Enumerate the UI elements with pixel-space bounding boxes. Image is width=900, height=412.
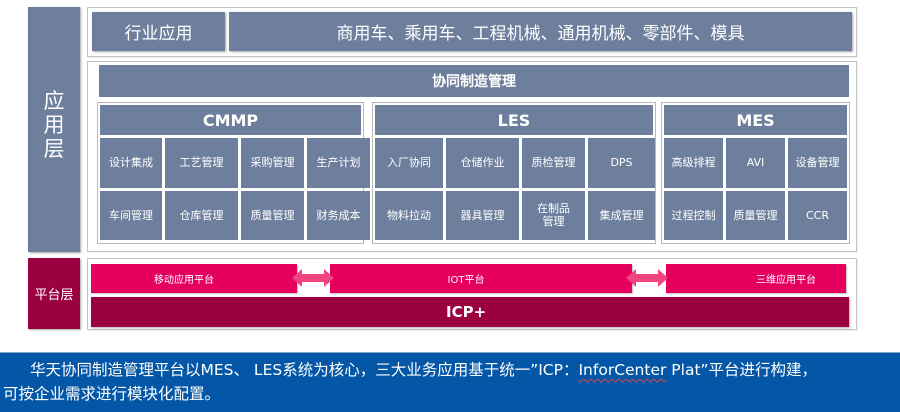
module-cell: CCR (788, 190, 847, 240)
les-title: LES (375, 105, 653, 135)
module-cell: AVI (726, 138, 785, 188)
double-arrow-icon (626, 269, 668, 287)
mes-group: MES 高级排程 AVI 设备管理 过程控制 质量管理 CCR (661, 102, 850, 244)
module-cell: 工艺管理 (165, 138, 238, 188)
double-arrow-icon (292, 269, 334, 287)
platform-layer-label: 平台层 (28, 258, 80, 329)
caption-spellcheck-word: InforCenter (578, 361, 667, 379)
application-layer-char: 应 (43, 88, 65, 113)
caption-part: Plat”平台进行构建， (666, 361, 818, 379)
iot-platform: IOT平台 (330, 264, 632, 293)
module-cell: 财务成本 (307, 190, 370, 240)
module-cell: 物料拉动 (375, 190, 443, 240)
module-cell: 集成管理 (588, 190, 655, 240)
collab-manufacturing-title: 协同制造管理 (99, 65, 849, 97)
mobile-platform: 移动应用平台 (91, 264, 297, 293)
module-cell: 过程控制 (664, 190, 723, 240)
module-cell: DPS (588, 138, 655, 188)
industry-application-label: 行业应用 (92, 12, 225, 51)
application-layer-char: 层 (43, 136, 65, 161)
cmmp-title: CMMP (100, 105, 361, 135)
module-cell: 仓库管理 (165, 190, 238, 240)
three-d-platform: 三维应用平台 (666, 264, 846, 293)
les-group: LES 入厂协同 仓储作业 质检管理 DPS 物料拉动 器具管理 在制品 管理 … (372, 102, 656, 244)
module-cell: 仓储作业 (446, 138, 519, 188)
module-cell: 设备管理 (788, 138, 847, 188)
cmmp-group: CMMP 设计集成 工艺管理 采购管理 生产计划 车间管理 仓库管理 质量管理 … (97, 102, 370, 244)
caption-line-2: 可按企业需求进行模块化配置。 (3, 385, 221, 403)
module-cell: 车间管理 (100, 190, 162, 240)
module-cell: 高级排程 (664, 138, 723, 188)
icp-core-platform: ICP+ (91, 297, 849, 327)
module-cell: 入厂协同 (375, 138, 443, 188)
module-cell: 采购管理 (241, 138, 304, 188)
mes-title: MES (664, 105, 847, 135)
application-layer-label: 应 用 层 (28, 7, 80, 252)
module-cell: 生产计划 (307, 138, 370, 188)
industry-sectors: 商用车、乘用车、工程机械、通用机械、零部件、模具 (229, 12, 852, 51)
module-cell: 器具管理 (446, 190, 519, 240)
module-cell: 质量管理 (726, 190, 785, 240)
module-cell: 质量管理 (241, 190, 304, 240)
caption-text: 华天协同制造管理平台以MES、 LES系统为核心，三大业务应用基于统一”ICP：… (0, 352, 900, 412)
module-cell: 质检管理 (522, 138, 585, 188)
caption-part: 华天协同制造管理平台以MES、 LES系统为核心，三大业务应用基于统一”ICP： (30, 361, 579, 379)
application-layer-char: 用 (43, 112, 65, 137)
module-cell: 在制品 管理 (522, 190, 585, 240)
module-cell: 设计集成 (100, 138, 162, 188)
caption-line-1: 华天协同制造管理平台以MES、 LES系统为核心，三大业务应用基于统一”ICP：… (3, 358, 900, 382)
